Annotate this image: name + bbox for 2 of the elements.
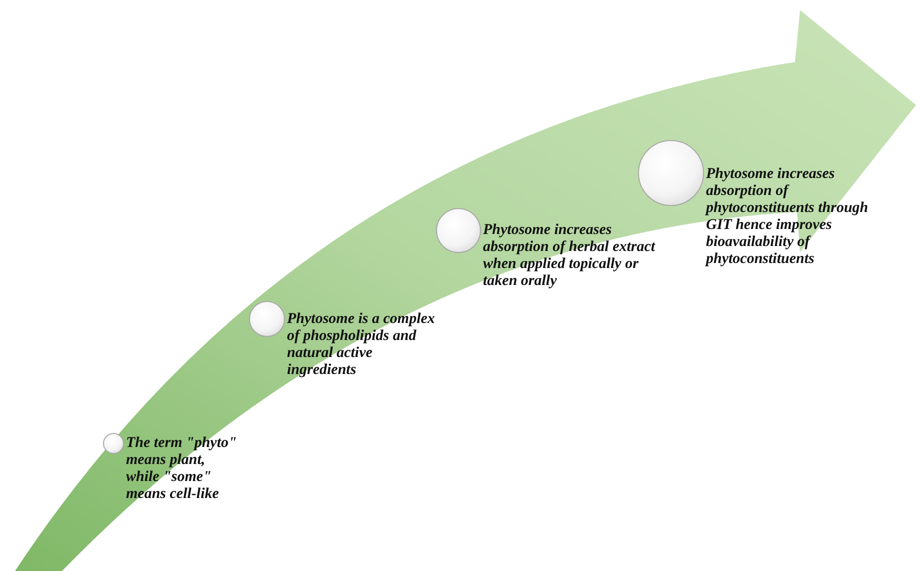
step-text: Phytosome increases absorption of herbal extract when applied topically or taken orally [483, 222, 656, 290]
step-text: Phytosome increases absorption of phytoconstituents through GIT hence improves bioavailability of phytoconstituents [706, 166, 870, 268]
